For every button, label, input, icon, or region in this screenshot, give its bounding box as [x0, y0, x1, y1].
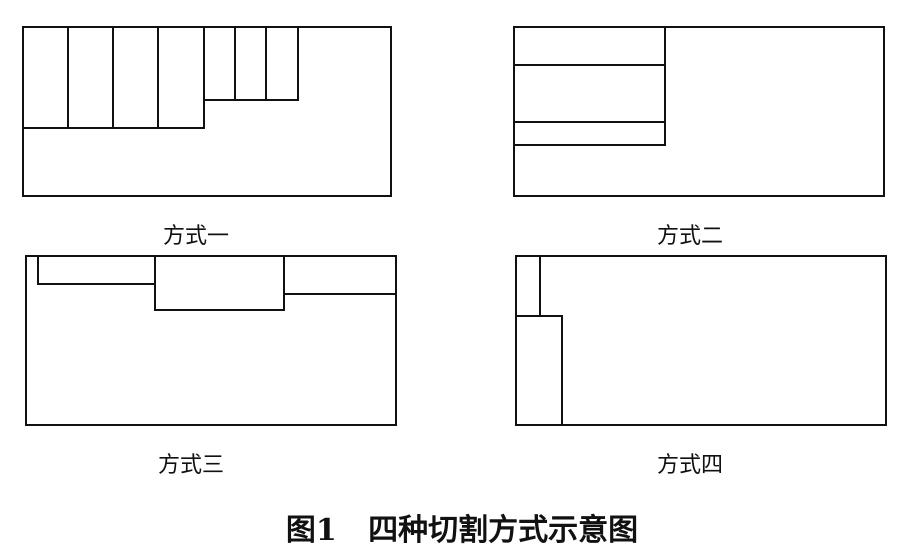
panel-method-2 [513, 26, 885, 197]
panel-2-outer-board [513, 26, 885, 197]
panel-3-outer-board [25, 255, 397, 426]
panel-1-label: 方式一 [162, 224, 230, 249]
panel-3-piece-1 [37, 256, 155, 285]
panel-3-piece-2 [154, 256, 285, 311]
panel-method-1 [22, 26, 392, 197]
panel-4-outer-board [515, 255, 887, 426]
panel-4-piece-2 [516, 315, 563, 425]
panel-method-3 [25, 255, 397, 426]
panel-1-cut-outline [23, 27, 299, 129]
panel-3-label: 方式三 [157, 453, 225, 478]
panel-2-label: 方式二 [656, 224, 724, 249]
panel-4-label: 方式四 [656, 453, 724, 478]
panel-method-4 [515, 255, 887, 426]
panel-2-cut-outline [514, 27, 666, 146]
panel-1-outer-board [22, 26, 392, 197]
figure-caption: 图1 四种切割方式示意图 [285, 513, 639, 548]
